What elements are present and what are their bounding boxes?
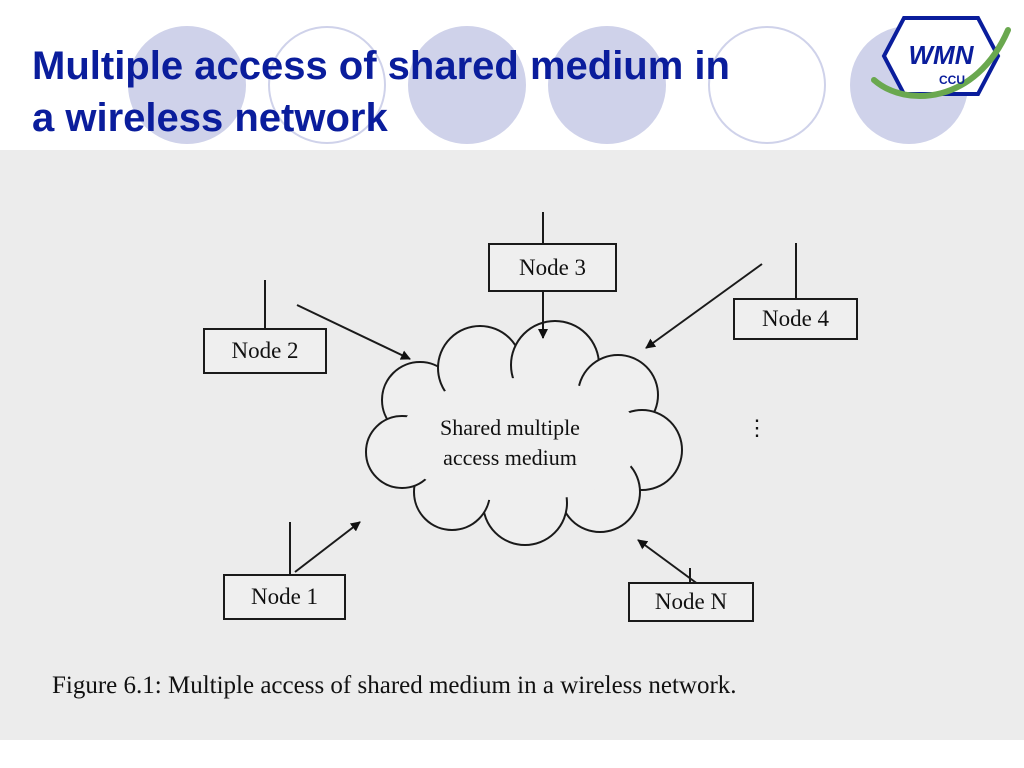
slide-title-line: Multiple access of shared medium in: [32, 44, 730, 88]
logo-swoosh: [871, 27, 1011, 100]
wmn-logo: WMN CCU: [871, 16, 1011, 100]
slide-title: Multiple access of shared medium in a wi…: [32, 40, 892, 144]
node-4: Node 4: [733, 298, 858, 340]
arrow-node4-to-medium: [645, 263, 763, 349]
decor-ring: [268, 26, 386, 144]
decor-ring: [708, 26, 826, 144]
node-n: Node N: [628, 582, 754, 622]
shared-medium-label-line: Shared multiple: [440, 415, 580, 440]
node-3: Node 3: [488, 243, 617, 292]
cloud-fill: [398, 378, 642, 502]
logo-subtext: CCU: [939, 73, 965, 87]
more-nodes-ellipsis: ⋮: [746, 417, 768, 439]
decor-circle: [128, 26, 246, 144]
shared-medium-label-line: access medium: [443, 445, 577, 470]
logo-text: WMN: [909, 40, 975, 70]
node-2: Node 2: [203, 328, 327, 374]
decor-circle: [408, 26, 526, 144]
shared-medium-label: Shared multiple access medium: [400, 413, 620, 473]
decor-circle: [548, 26, 666, 144]
figure-caption: Figure 6.1: Multiple access of shared me…: [52, 672, 737, 699]
node-1: Node 1: [223, 574, 346, 620]
arrow-node2-to-medium: [296, 304, 411, 360]
arrow-node1-to-medium: [294, 521, 361, 573]
slide-title-line: a wireless network: [32, 96, 388, 140]
